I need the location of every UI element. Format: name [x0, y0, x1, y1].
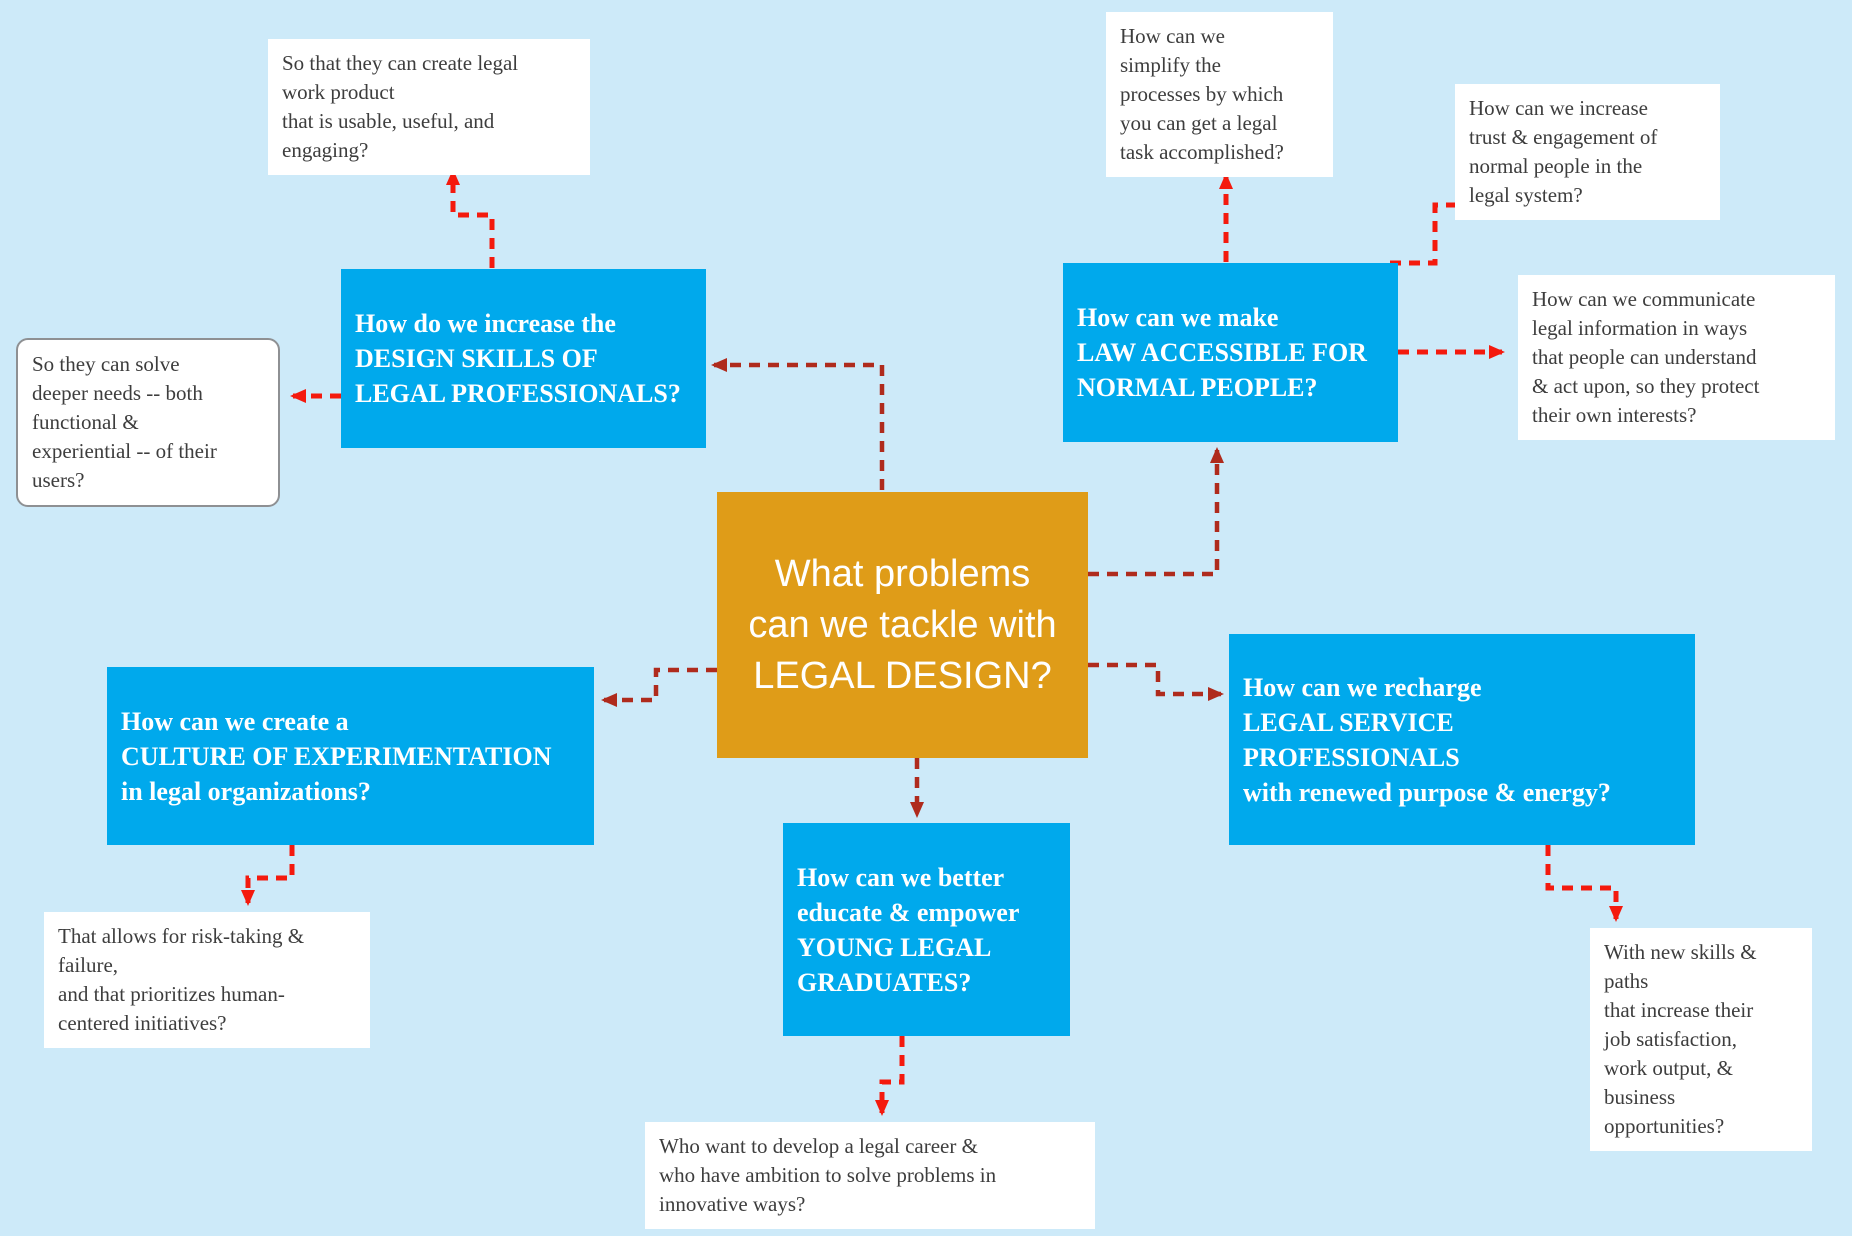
arrow-recharge-to-new-skills	[1545, 845, 1623, 922]
topic-law-accessible[interactable]: How can we make LAW ACCESSIBLE FOR NORMA…	[1063, 263, 1398, 442]
note-communicate-legal-info[interactable]: How can we communicate legal information…	[1518, 275, 1835, 440]
note-legal-career-ambition[interactable]: Who want to develop a legal career & who…	[645, 1122, 1095, 1229]
connector-center-to-culture	[601, 667, 717, 707]
note-increase-trust[interactable]: How can we increase trust & engagement o…	[1455, 84, 1720, 220]
note-new-skills-paths[interactable]: With new skills & paths that increase th…	[1590, 928, 1812, 1151]
arrow-culture-to-risk-taking	[241, 845, 295, 906]
connector-center-to-design-skills	[711, 358, 885, 490]
note-risk-taking[interactable]: That allows for risk-taking & failure, a…	[44, 912, 370, 1048]
connector-center-to-recharge	[1088, 662, 1224, 701]
note-work-product[interactable]: So that they can create legal work produ…	[268, 39, 590, 175]
connector-center-to-law-accessible	[1088, 447, 1224, 577]
note-deeper-needs[interactable]: So they can solve deeper needs -- both f…	[16, 338, 280, 507]
topic-culture-of-experimentation[interactable]: How can we create a CULTURE OF EXPERIMEN…	[107, 667, 594, 845]
topic-recharge-professionals[interactable]: How can we recharge LEGAL SERVICE PROFES…	[1229, 634, 1695, 845]
arrow-design-skills-to-work-product	[446, 169, 495, 268]
topic-design-skills[interactable]: How do we increase the DESIGN SKILLS OF …	[341, 269, 706, 448]
central-topic-legal-design[interactable]: What problems can we tackle with LEGAL D…	[717, 492, 1088, 758]
note-simplify-processes[interactable]: How can we simplify the processes by whi…	[1106, 12, 1333, 177]
arrow-graduates-to-career	[875, 1036, 905, 1116]
topic-young-legal-graduates[interactable]: How can we better educate & empower YOUN…	[783, 823, 1070, 1036]
